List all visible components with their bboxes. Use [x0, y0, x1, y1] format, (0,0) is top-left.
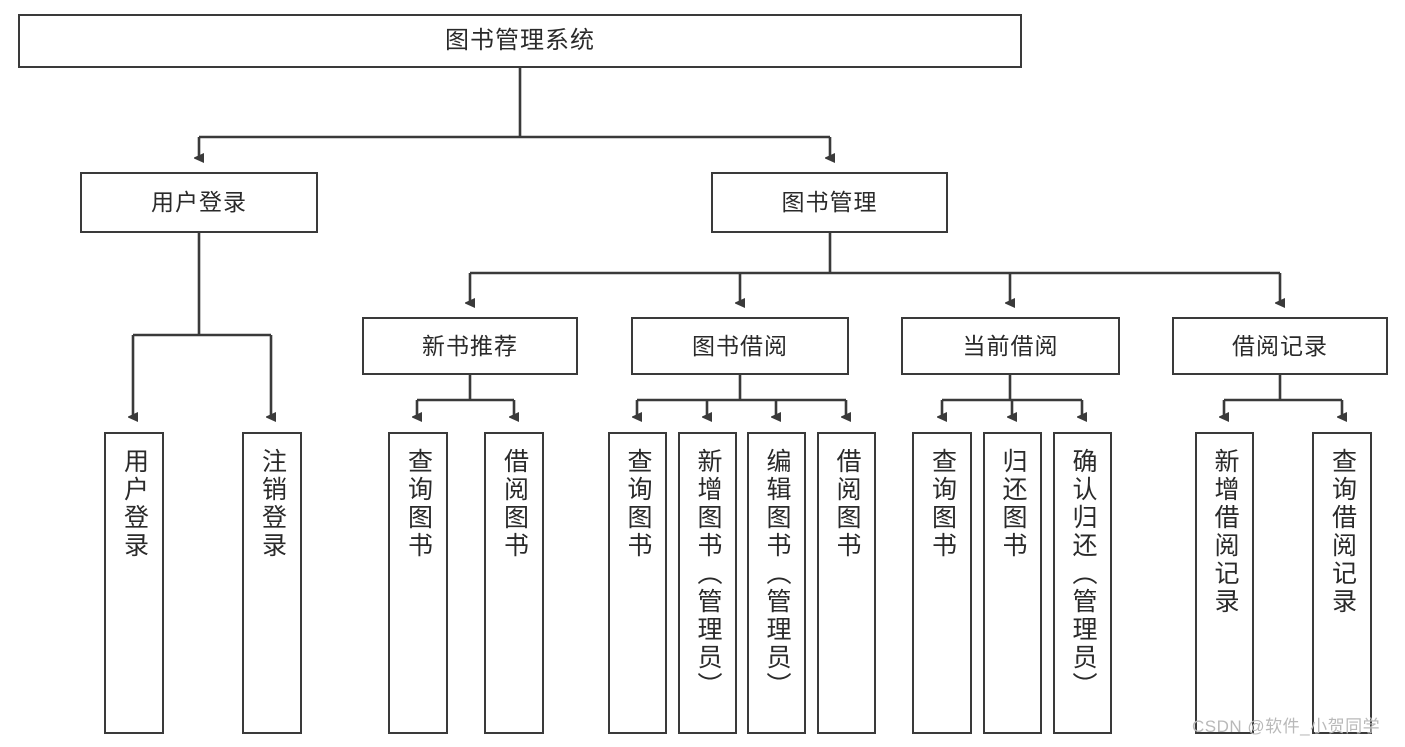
- node-leaf-confirm-return[interactable]: 确认归还（管理员）: [1053, 432, 1112, 734]
- node-book-borrow-label: 图书借阅: [692, 332, 788, 359]
- node-current-borrow[interactable]: 当前借阅: [901, 317, 1120, 375]
- node-leaf-borrow-book-2-label: 借阅图书: [833, 448, 861, 560]
- watermark: CSDN @软件_小贺同学: [1192, 717, 1381, 736]
- node-borrow-record[interactable]: 借阅记录: [1172, 317, 1388, 375]
- node-leaf-query-book-1-label: 查询图书: [404, 448, 433, 560]
- node-current-borrow-label: 当前借阅: [962, 332, 1059, 359]
- node-new-book-recommend[interactable]: 新书推荐: [362, 317, 578, 375]
- node-leaf-query-book-2-label: 查询图书: [624, 448, 652, 560]
- node-new-book-recommend-label: 新书推荐: [422, 332, 518, 359]
- node-leaf-logout-label: 注销登录: [258, 448, 287, 560]
- node-book-borrow[interactable]: 图书借阅: [631, 317, 849, 375]
- node-leaf-borrow-book-2[interactable]: 借阅图书: [817, 432, 876, 734]
- node-leaf-logout[interactable]: 注销登录: [242, 432, 302, 734]
- node-user-login-label: 用户登录: [151, 189, 247, 216]
- node-leaf-add-record-label: 新增借阅记录: [1211, 448, 1239, 616]
- node-leaf-query-record[interactable]: 查询借阅记录: [1312, 432, 1372, 734]
- node-leaf-user-login[interactable]: 用户登录: [104, 432, 164, 734]
- node-leaf-return-book-label: 归还图书: [999, 448, 1027, 560]
- node-user-login[interactable]: 用户登录: [80, 172, 318, 233]
- node-leaf-return-book[interactable]: 归还图书: [983, 432, 1042, 734]
- node-leaf-query-book-2[interactable]: 查询图书: [608, 432, 667, 734]
- node-leaf-edit-book[interactable]: 编辑图书（管理员）: [747, 432, 806, 734]
- node-leaf-edit-book-label: 编辑图书（管理员）: [763, 448, 791, 700]
- node-root-label: 图书管理系统: [445, 27, 595, 55]
- node-leaf-query-book-3[interactable]: 查询图书: [912, 432, 972, 734]
- node-leaf-borrow-book-1[interactable]: 借阅图书: [484, 432, 544, 734]
- node-leaf-borrow-book-1-label: 借阅图书: [500, 448, 529, 560]
- node-leaf-query-book-3-label: 查询图书: [928, 448, 957, 560]
- node-borrow-record-label: 借阅记录: [1232, 332, 1328, 359]
- node-root[interactable]: 图书管理系统: [18, 14, 1022, 68]
- node-leaf-add-book-label: 新增图书（管理员）: [694, 448, 722, 700]
- node-book-manage[interactable]: 图书管理: [711, 172, 948, 233]
- node-leaf-add-book[interactable]: 新增图书（管理员）: [678, 432, 737, 734]
- node-leaf-confirm-return-label: 确认归还（管理员）: [1069, 448, 1097, 700]
- node-leaf-user-login-label: 用户登录: [120, 448, 149, 560]
- node-leaf-query-record-label: 查询借阅记录: [1328, 448, 1357, 616]
- node-leaf-add-record[interactable]: 新增借阅记录: [1195, 432, 1254, 734]
- node-leaf-query-book-1[interactable]: 查询图书: [388, 432, 448, 734]
- node-book-manage-label: 图书管理: [781, 189, 878, 216]
